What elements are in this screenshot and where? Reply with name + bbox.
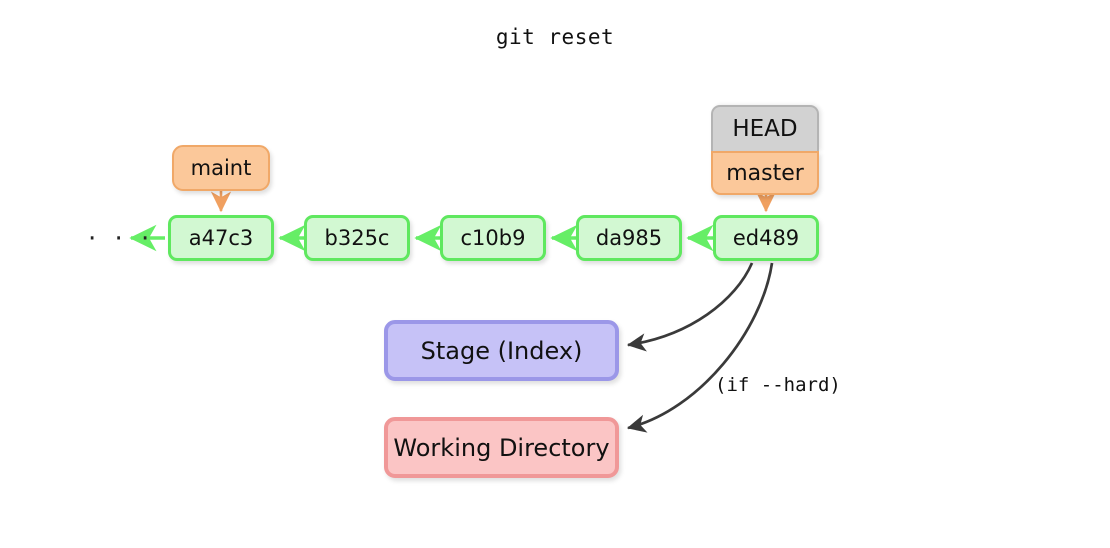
- history-ellipsis: · · ·: [88, 224, 155, 254]
- stage-index-box[interactable]: Stage (Index): [384, 320, 619, 381]
- commit-label: da985: [595, 226, 663, 250]
- commit-label: c10b9: [460, 226, 526, 250]
- commit-node-c10b9[interactable]: c10b9: [440, 215, 546, 261]
- branch-label-text: master: [726, 160, 804, 186]
- stage-index-label: Stage (Index): [420, 336, 583, 365]
- working-directory-box[interactable]: Working Directory: [384, 417, 619, 478]
- commit-label: ed489: [732, 226, 800, 250]
- branch-label-master[interactable]: master: [711, 151, 819, 195]
- commit-label: b325c: [324, 226, 390, 250]
- diagram-title: git reset: [495, 25, 615, 49]
- hard-flag-annotation: (if --hard): [715, 374, 841, 396]
- head-label[interactable]: HEAD: [711, 105, 819, 151]
- ref-pointer-arrows: [210, 190, 777, 213]
- branch-label-maint[interactable]: maint: [172, 145, 270, 191]
- commit-label: a47c3: [188, 226, 254, 250]
- reset-arrows: [626, 262, 774, 433]
- branch-label-text: maint: [190, 156, 252, 180]
- commit-node-ed489[interactable]: ed489: [713, 215, 819, 261]
- working-directory-label: Working Directory: [393, 433, 610, 462]
- commit-node-a47c3[interactable]: a47c3: [168, 215, 274, 261]
- head-label-text: HEAD: [732, 116, 798, 142]
- commit-node-da985[interactable]: da985: [576, 215, 682, 261]
- commit-node-b325c[interactable]: b325c: [304, 215, 410, 261]
